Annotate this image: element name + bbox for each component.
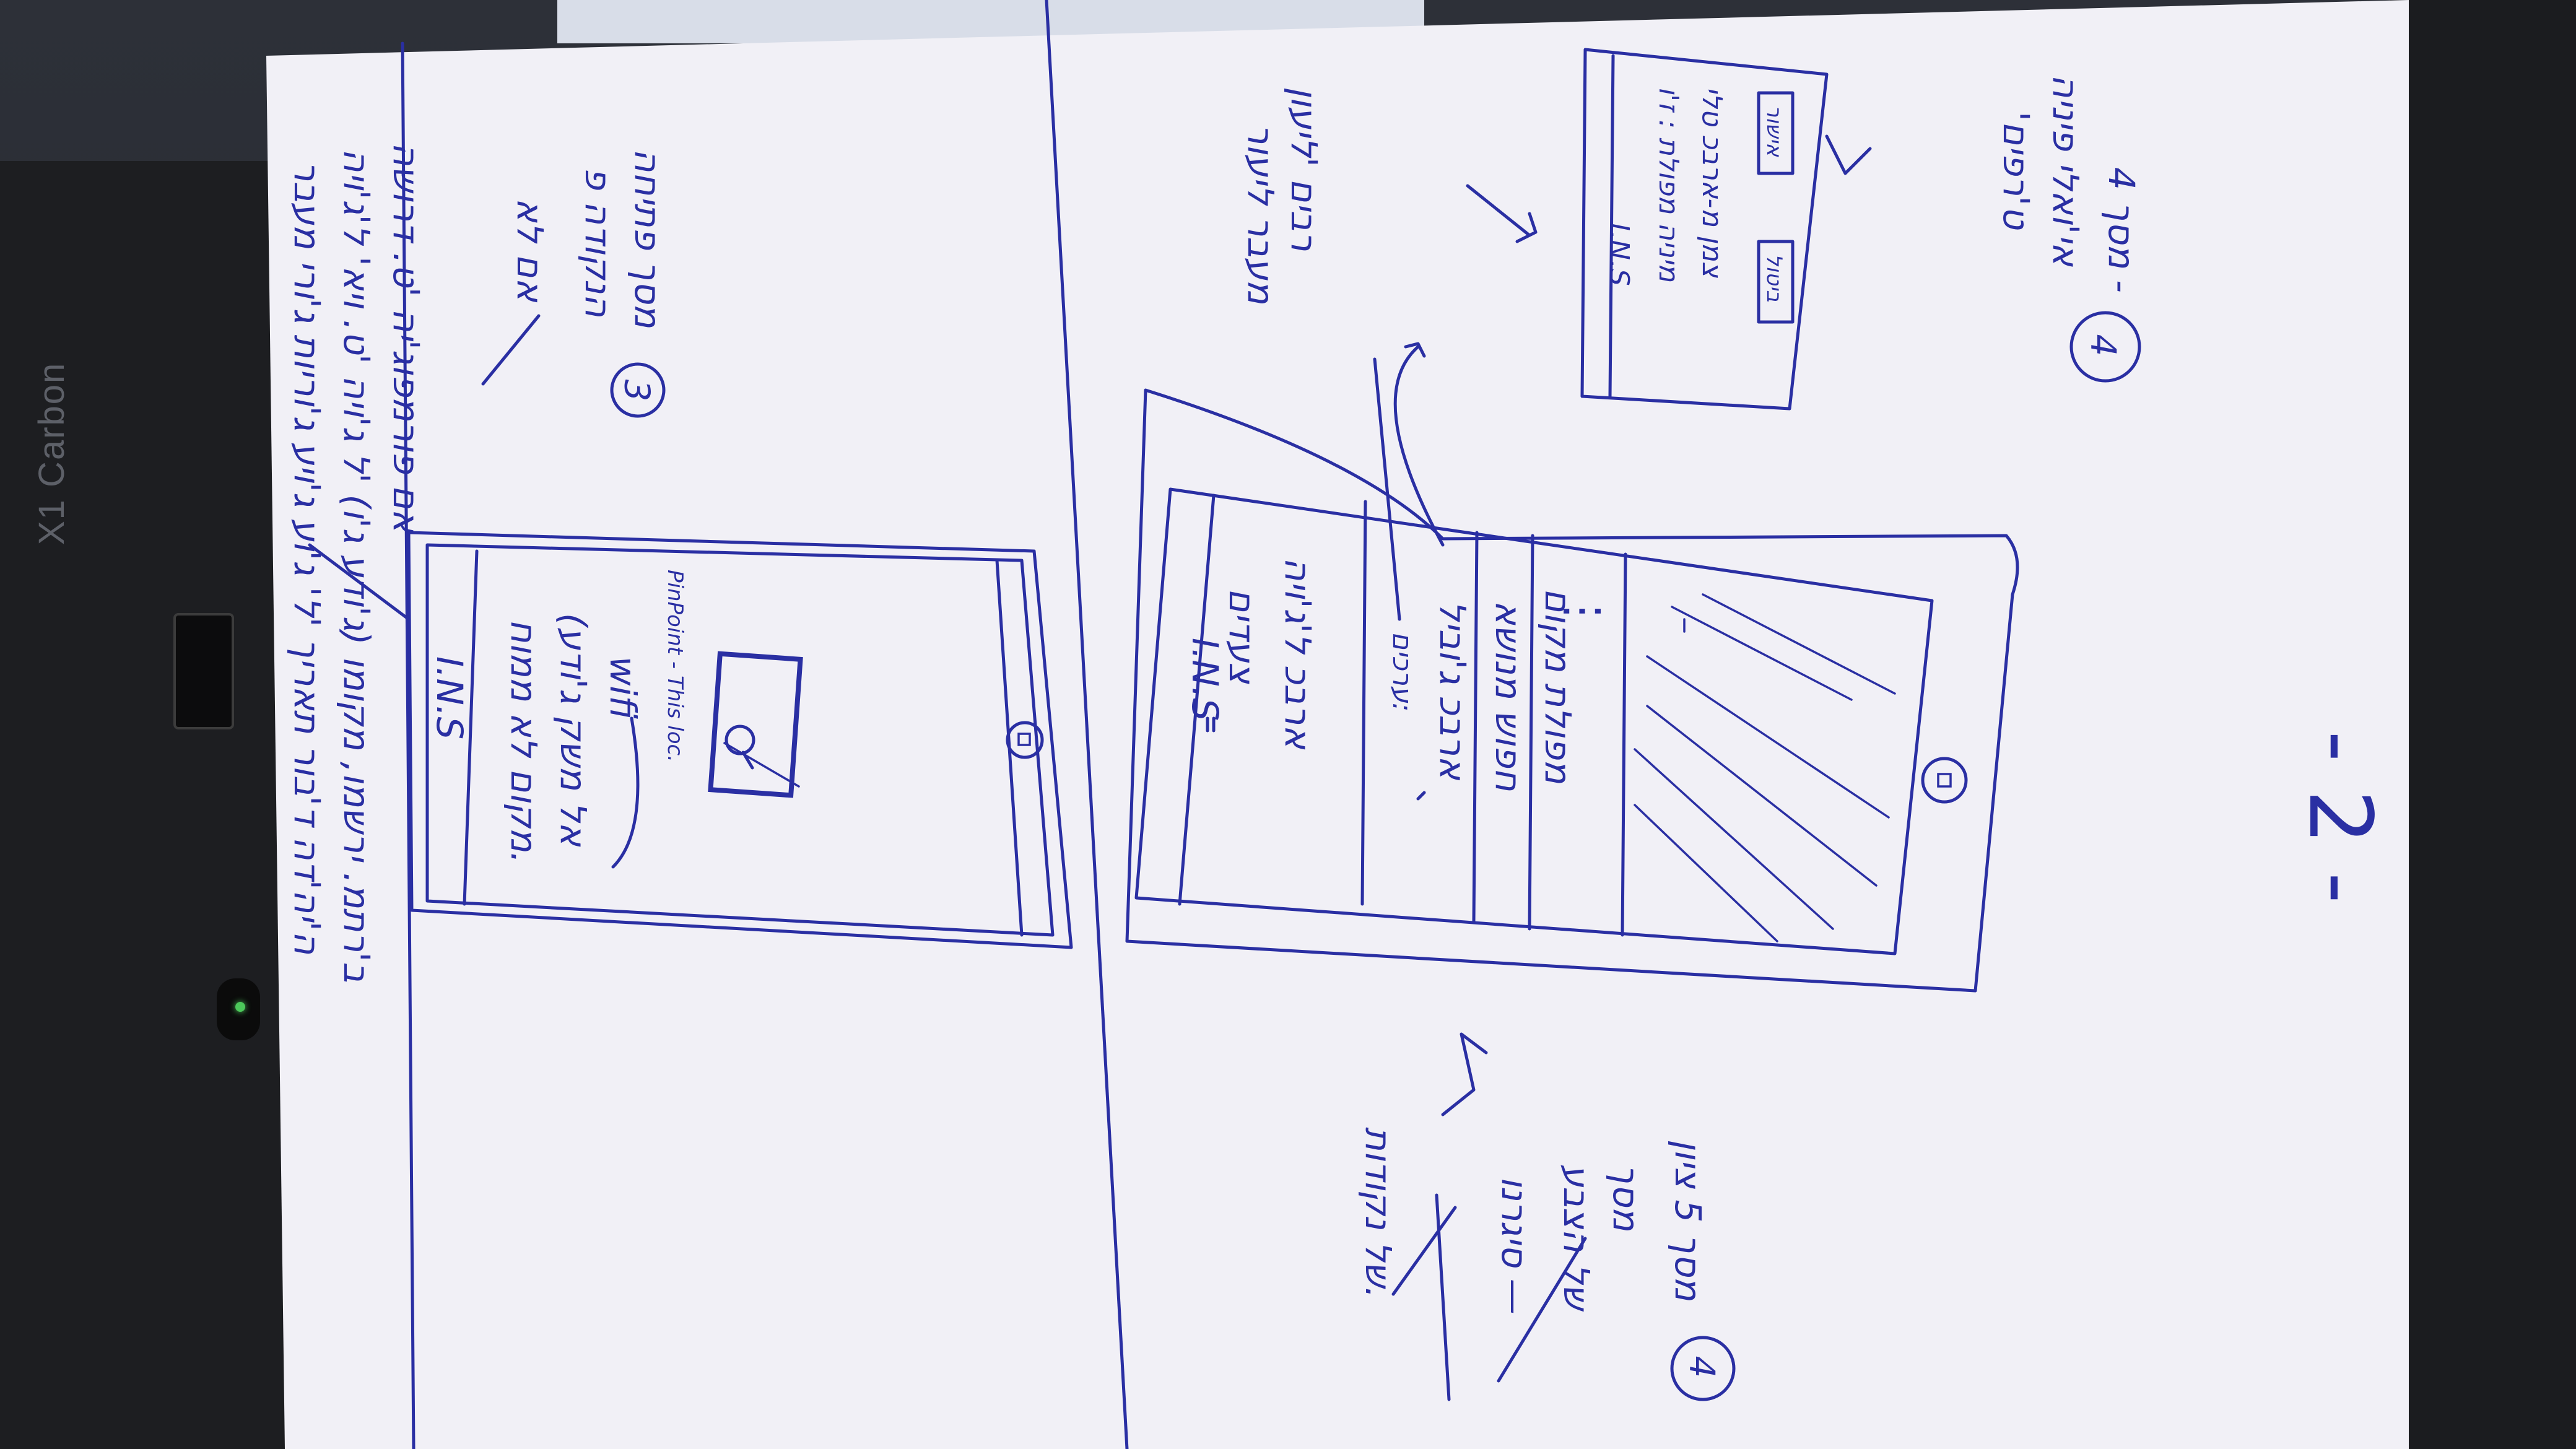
right-note: רבים 'ליעון xyxy=(1283,87,1325,251)
left-margin-line xyxy=(401,41,416,1449)
step4-top-text: אי'ואלי פיניה xyxy=(2045,74,2087,266)
paper-surface xyxy=(266,0,2409,1449)
popup-title: I.N.S xyxy=(1603,223,1635,286)
step4-bottom-text: מסך xyxy=(1605,1164,1647,1232)
step3-text: אם לא xyxy=(509,198,551,302)
left-phone-text: מקום לא ממוח. xyxy=(503,619,545,864)
right-phone-sketch xyxy=(1125,388,2019,993)
left-phone-header: I.N.S xyxy=(429,656,471,740)
arrow-icon xyxy=(1466,184,1538,243)
step3-circle xyxy=(610,362,666,418)
step4-bottom-text: של הצבע xyxy=(1556,1164,1598,1310)
page-number: - 2 - xyxy=(2289,731,2390,904)
left-phone-text: wifi xyxy=(602,656,644,720)
step4-top-number: 4 xyxy=(2082,334,2123,357)
laptop: X1 Carbon xyxy=(0,161,295,1449)
right-phone-item[interactable]: צעדים xyxy=(1221,588,1263,684)
desk-edge xyxy=(2390,0,2576,1449)
left-text-line: ב'רתמ. ירשמו, מקומו (ג'ודע ג'ו) 'ל ג'ויה… xyxy=(336,149,378,983)
step3-text: מסך פתיחה xyxy=(627,149,669,328)
left-phone-sketch xyxy=(407,531,1073,949)
popup-sketch xyxy=(1580,48,1872,411)
popup-text: מיניה מפולת : ז'ו xyxy=(1653,87,1684,282)
left-phone-caption: PinPoint - This loc. xyxy=(663,570,687,763)
step3-text: הנקודה פ xyxy=(577,167,619,318)
right-phone-item[interactable]: ארבכ ל'ג'ויה xyxy=(1277,557,1319,749)
popup-text: צמן מ-ארבכ טלי xyxy=(1696,87,1728,278)
popup-cancel-button[interactable]: ביטול xyxy=(1762,254,1786,302)
left-text-line: אם פורמפוג'יה 'ט. דרושה xyxy=(385,142,427,533)
right-phone-header: I.N.S xyxy=(1184,638,1226,721)
step4-bottom-text: של נקודות. xyxy=(1357,1127,1399,1299)
center-divider-line xyxy=(1045,0,1129,1449)
left-text-line: ה'יה'דה ד'בור תאריך 'ל' ג'וע ג'ויע ג'ורי… xyxy=(286,161,328,955)
step4-bottom-circle xyxy=(1670,1336,1736,1401)
right-phone-item[interactable]: ארבכ ג'וביל xyxy=(1432,601,1474,780)
right-note: מעבר ליעור xyxy=(1240,124,1282,305)
step4-top-text: מסך 4 - xyxy=(2100,167,2143,293)
arrow-icon xyxy=(1393,342,1445,547)
step4-bottom-text: מסך 5 ציון xyxy=(1667,1139,1709,1301)
right-phone-section-label: ערכים: xyxy=(1386,632,1418,712)
step4-bottom-text: סיגרנו — xyxy=(1494,1177,1536,1315)
arrow-icon xyxy=(1441,1032,1488,1116)
step4-top-text: 'ט'רפים xyxy=(1995,111,2037,229)
popup-ok-button[interactable]: אישור xyxy=(1762,105,1786,157)
arrow-icon xyxy=(1497,1237,1587,1383)
camera-led-icon xyxy=(235,1002,245,1012)
left-phone-text: (אל משק ג'ודע xyxy=(552,613,594,846)
arrow-icon xyxy=(1391,1206,1457,1296)
step4-bottom-number: 4 xyxy=(1681,1355,1722,1378)
step4-top-circle xyxy=(2069,311,2141,383)
step3-number: 3 xyxy=(616,379,657,402)
laptop-hinge xyxy=(173,613,234,729)
right-phone-item[interactable]: מפולת מקום xyxy=(1537,588,1579,784)
right-phone-item[interactable]: חפוש מנושא xyxy=(1487,601,1530,791)
